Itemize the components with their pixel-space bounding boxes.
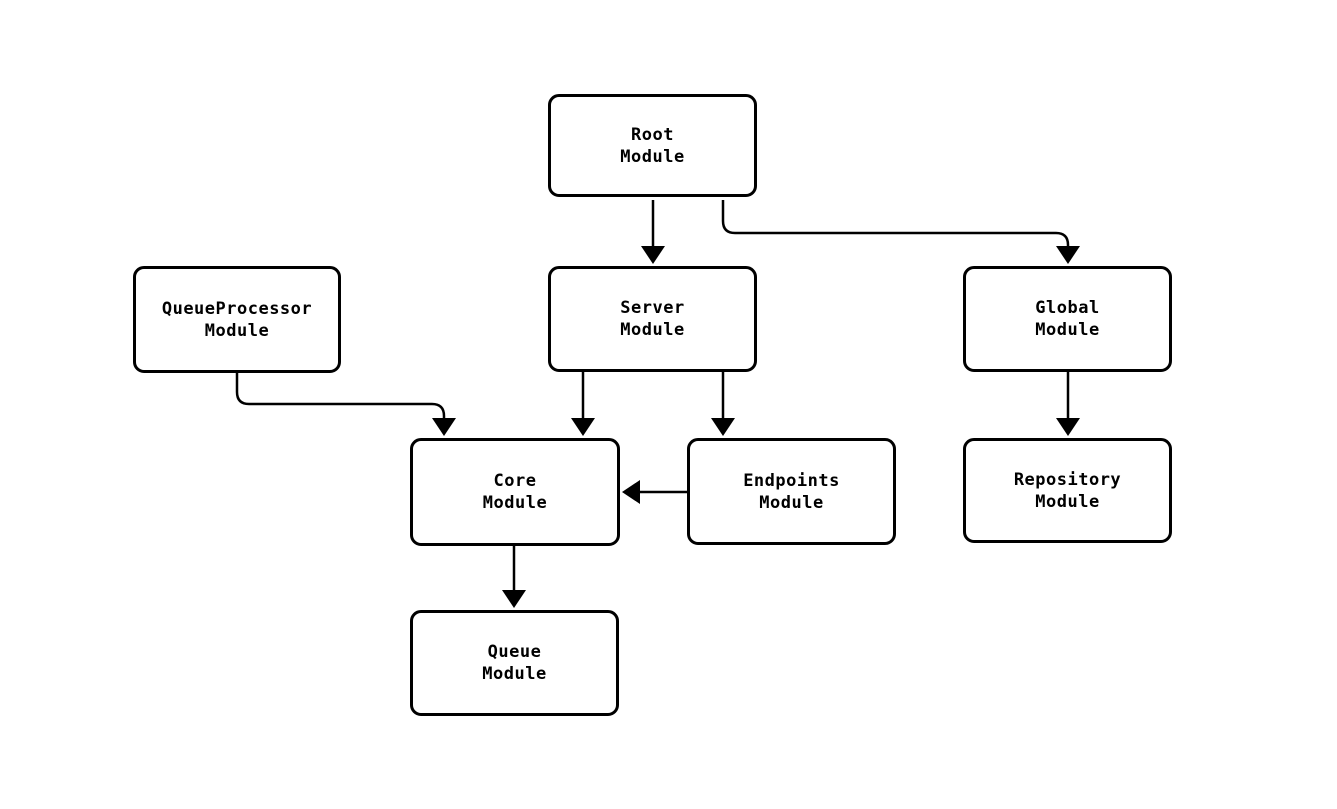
node-core-module-label: Core Module	[482, 471, 548, 513]
node-server-module: Server Module	[548, 266, 757, 372]
node-global-module-label: Global Module	[1035, 298, 1100, 340]
node-server-module-label: Server Module	[620, 298, 685, 340]
node-queue-module: Queue Module	[410, 610, 619, 716]
node-queueprocessor-module-label: QueueProcessor Module	[161, 298, 313, 341]
node-global-module: Global Module	[963, 266, 1172, 372]
node-core-module: Core Module	[410, 438, 620, 546]
node-endpoints-module: Endpoints Module	[687, 438, 896, 545]
node-root-module: Root Module	[548, 94, 757, 197]
node-endpoints-module-label: Endpoints Module	[743, 470, 840, 513]
edge-queueprocessor-to-core	[235, 373, 456, 436]
node-queue-module-label: Queue Module	[482, 642, 547, 684]
node-repository-module: Repository Module	[963, 438, 1172, 543]
node-root-module-label: Root Module	[620, 124, 685, 167]
node-repository-module-label: Repository Module	[1013, 469, 1122, 512]
node-queueprocessor-module: QueueProcessor Module	[133, 266, 341, 373]
edge-root-to-global	[721, 200, 1080, 264]
